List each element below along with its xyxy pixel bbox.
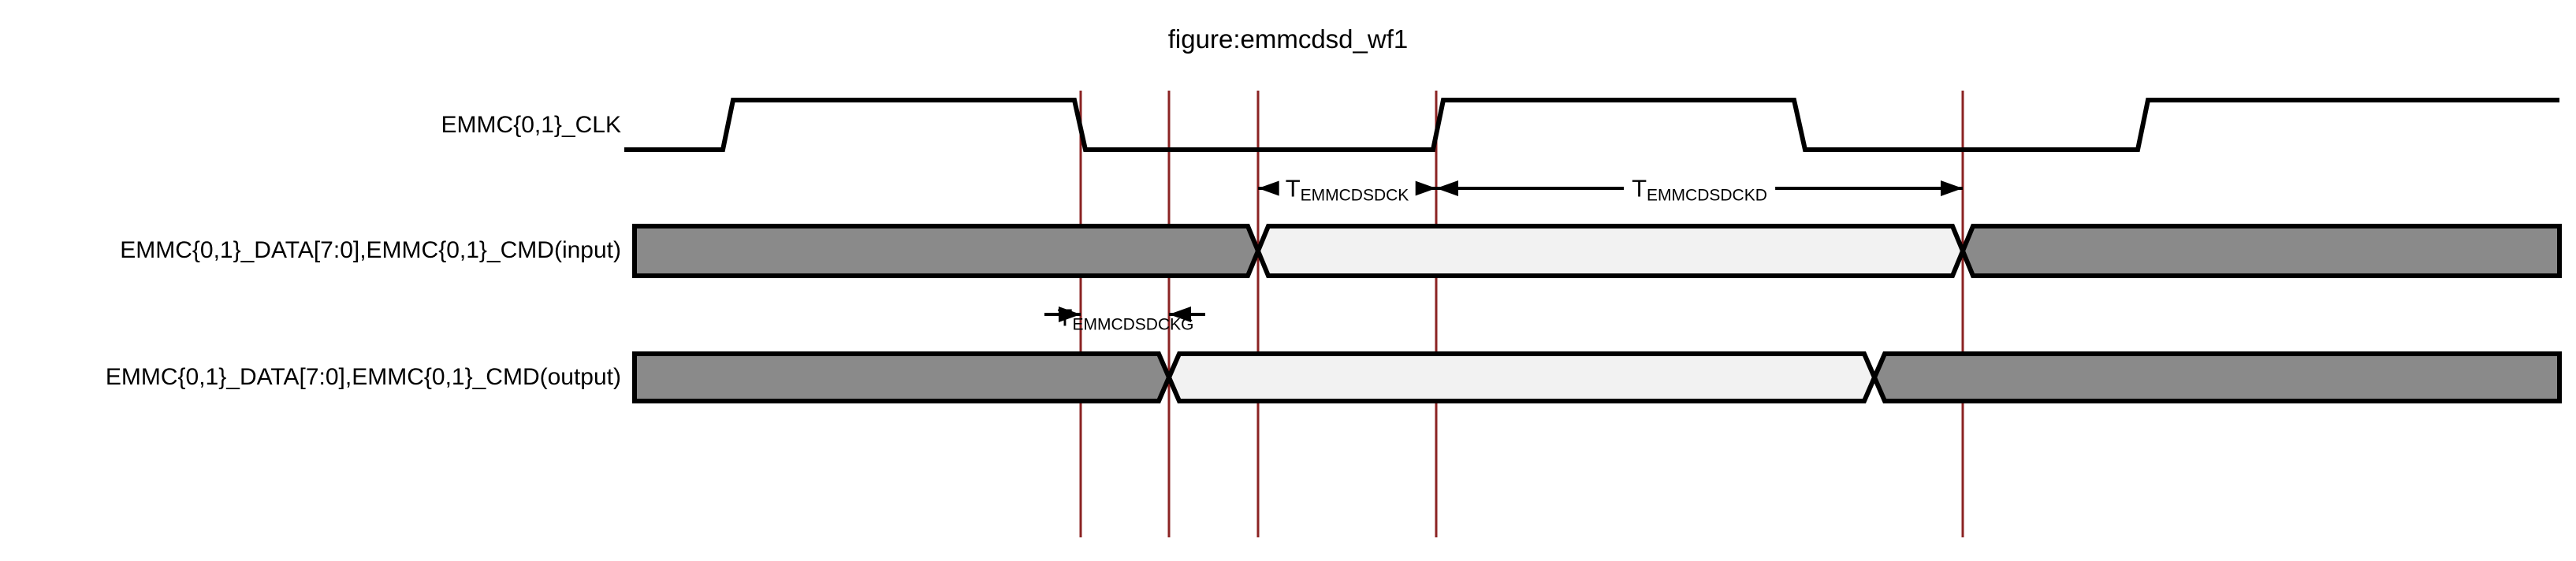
- input-bus-waveform: [632, 224, 2562, 278]
- output-bus-waveform: [632, 351, 2562, 403]
- output-bus-waveform-segment: [1166, 351, 1878, 403]
- dimension-arrow-ckg-left-arrowhead-icon: [1059, 307, 1081, 322]
- input-bus-label: EMMC{0,1}_DATA[7:0],EMMC{0,1}_CMD(input): [120, 237, 621, 263]
- clock-waveform: [624, 98, 2559, 152]
- dimension-arrow-ck-left-arrowhead-icon: [1258, 180, 1280, 196]
- timing-subscript: EMMCDSDCKD: [1647, 186, 1767, 205]
- timing-label-emmcdsdckg: TEMMCDSDCKG: [1058, 304, 1194, 335]
- output-bus-waveform-segment: [632, 351, 1172, 403]
- timing-symbol: T: [1285, 174, 1301, 202]
- timing-label-emmcdsdck: TEMMCDSDCK: [1279, 174, 1416, 206]
- input-bus-waveform-segment: [632, 224, 1261, 278]
- reference-lines: [1079, 91, 1964, 537]
- output-bus-label: EMMC{0,1}_DATA[7:0],EMMC{0,1}_CMD(output…: [105, 364, 621, 390]
- timing-label-emmcdsdckd: TEMMCDSDCKD: [1624, 174, 1775, 206]
- dimension-arrow-ckd-right-arrowhead-icon: [1941, 180, 1963, 196]
- input-bus-waveform-segment: [1960, 224, 2562, 278]
- figure-title: figure:emmcdsd_wf1: [1167, 24, 1409, 54]
- clock-signal-label: EMMC{0,1}_CLK: [441, 112, 621, 138]
- output-bus-waveform-segment: [1871, 351, 2562, 403]
- timing-subscript: EMMCDSDCK: [1300, 186, 1409, 205]
- timing-symbol: T: [1632, 174, 1647, 202]
- dimension-arrow-ckg-right-arrowhead-icon: [1169, 307, 1191, 322]
- timing-symbol: T: [1057, 303, 1073, 332]
- dimension-arrow-ckd-left-arrowhead-icon: [1436, 180, 1458, 196]
- input-bus-waveform-segment: [1255, 224, 1966, 278]
- dimension-arrow-ck-right-arrowhead-icon: [1414, 180, 1436, 196]
- timing-subscript: EMMCDSDCKG: [1072, 315, 1194, 334]
